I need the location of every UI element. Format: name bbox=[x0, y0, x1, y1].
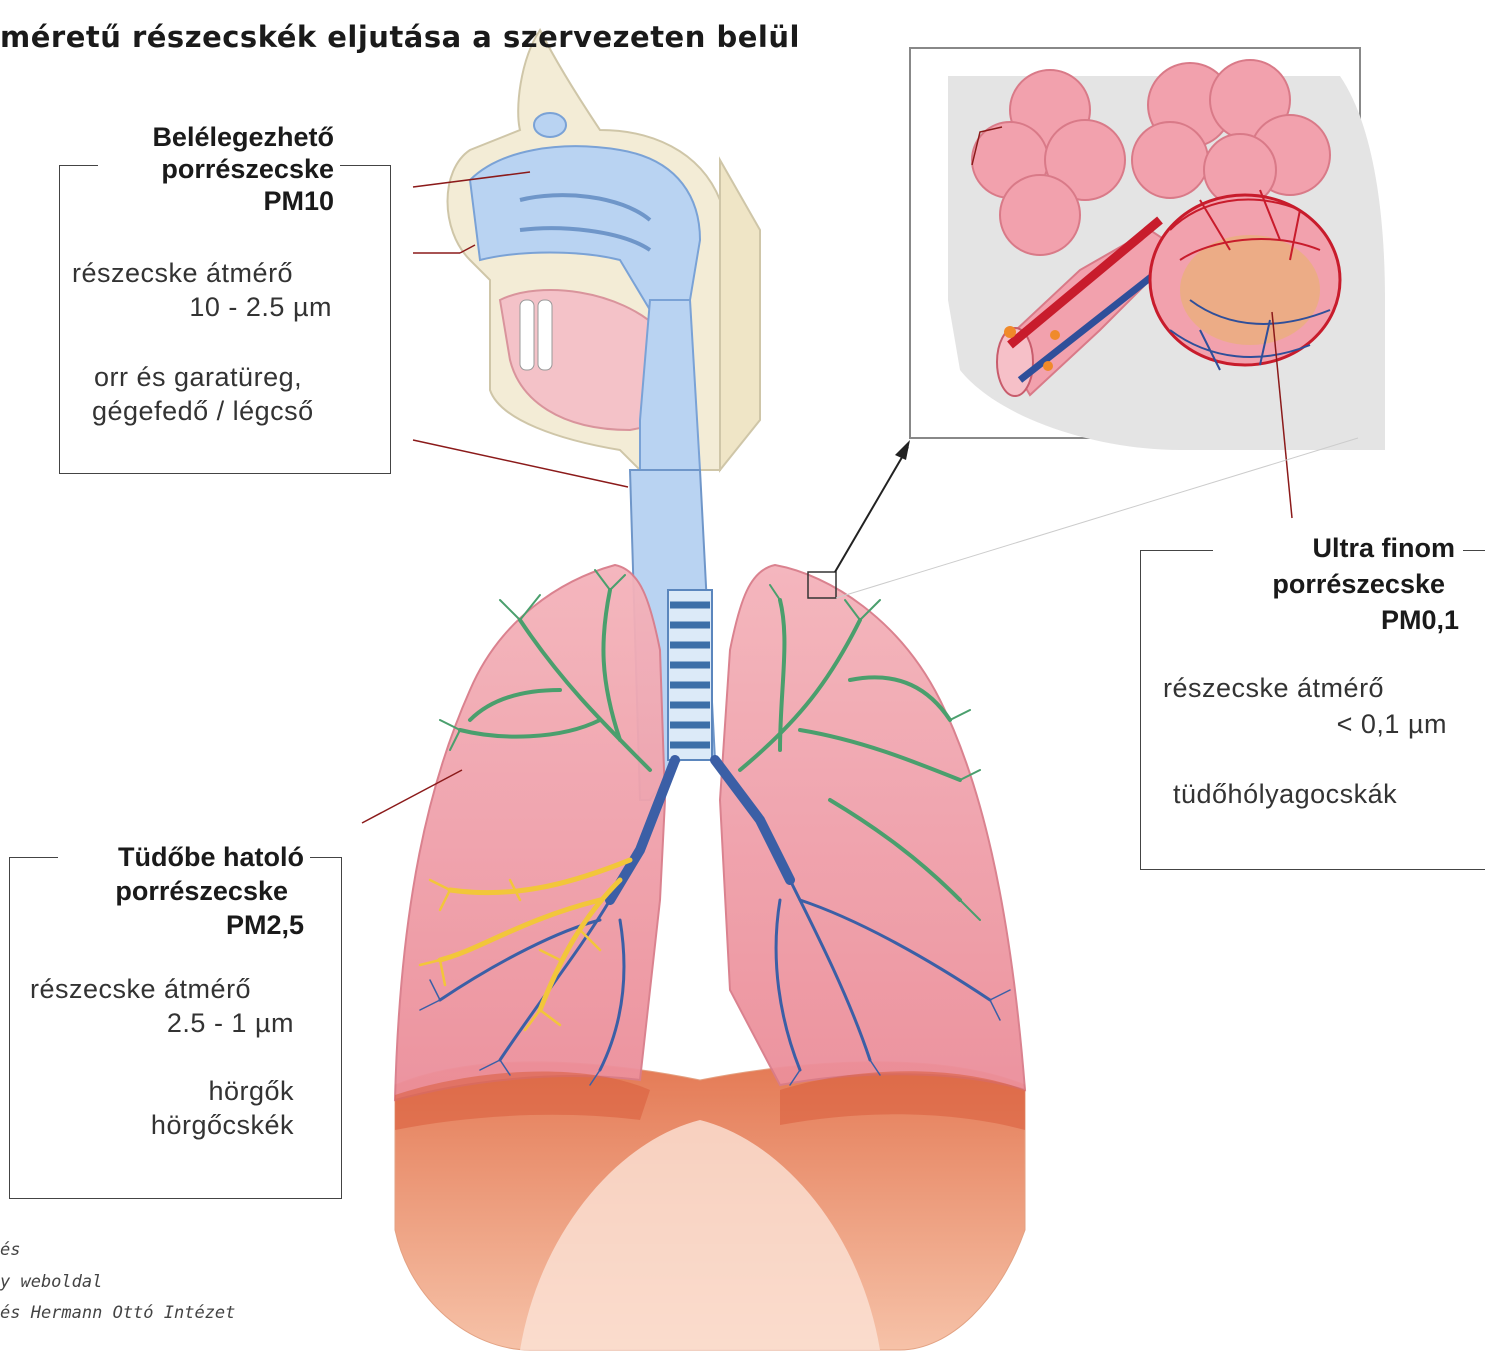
credit-line3: és Hermann Ottó Intézet bbox=[0, 1303, 235, 1323]
pm25-location-line1: hörgők bbox=[30, 1074, 294, 1108]
pm25-heading-line3: PM2,5 bbox=[186, 908, 310, 942]
pm01-size-label: részecske átmérő bbox=[1163, 671, 1384, 705]
pm01-heading-line3: PM0,1 bbox=[1341, 603, 1459, 637]
pm10-heading-line2: porrészecske bbox=[98, 152, 340, 186]
pm10-location-line2: gégefedő / légcső bbox=[92, 394, 314, 428]
pm01-size-value: < 0,1 µm bbox=[1163, 707, 1447, 741]
credit-line2: y weboldal bbox=[0, 1272, 102, 1292]
pm01-location-line1: tüdőhólyagocskák bbox=[1173, 777, 1397, 811]
arrow-head-icon bbox=[895, 440, 910, 460]
page-title: méretű részecskék eljutása a szervezeten… bbox=[0, 20, 880, 60]
pm25-location-line2: hörgőcskék bbox=[30, 1108, 294, 1142]
credit-line1: és bbox=[0, 1240, 20, 1260]
pm10-heading-line3: PM10 bbox=[228, 184, 340, 218]
callout-pm25: Tüdőbe hatoló porrészecske PM2,5 részecs… bbox=[9, 857, 342, 1199]
inset-arrow bbox=[835, 447, 908, 572]
pm10-size-label: részecske átmérő bbox=[72, 256, 293, 290]
right-lung bbox=[395, 565, 665, 1100]
pm10-location-line1: orr és garatüreg, bbox=[94, 360, 302, 394]
pm10-size-value: 10 - 2.5 µm bbox=[72, 290, 332, 324]
pm01-heading-line2: porrészecske bbox=[1213, 567, 1451, 601]
alveoli-inset bbox=[910, 48, 1385, 450]
pm25-size-label: részecske átmérő bbox=[30, 972, 251, 1006]
pm25-size-value: 2.5 - 1 µm bbox=[30, 1006, 294, 1040]
callout-pm01: Ultra finom porrészecske PM0,1 részecske… bbox=[1140, 550, 1485, 870]
pm01-heading-line1: Ultra finom bbox=[1213, 531, 1463, 565]
pm10-heading-line1: Belélegezhető bbox=[98, 120, 340, 154]
head-airway bbox=[448, 30, 761, 470]
callout-pm10: Belélegezhető porrészecske PM10 részecsk… bbox=[59, 165, 391, 474]
pm25-heading-line1: Tüdőbe hatoló bbox=[58, 840, 310, 874]
pm25-heading-line2: porrészecske bbox=[58, 874, 294, 908]
